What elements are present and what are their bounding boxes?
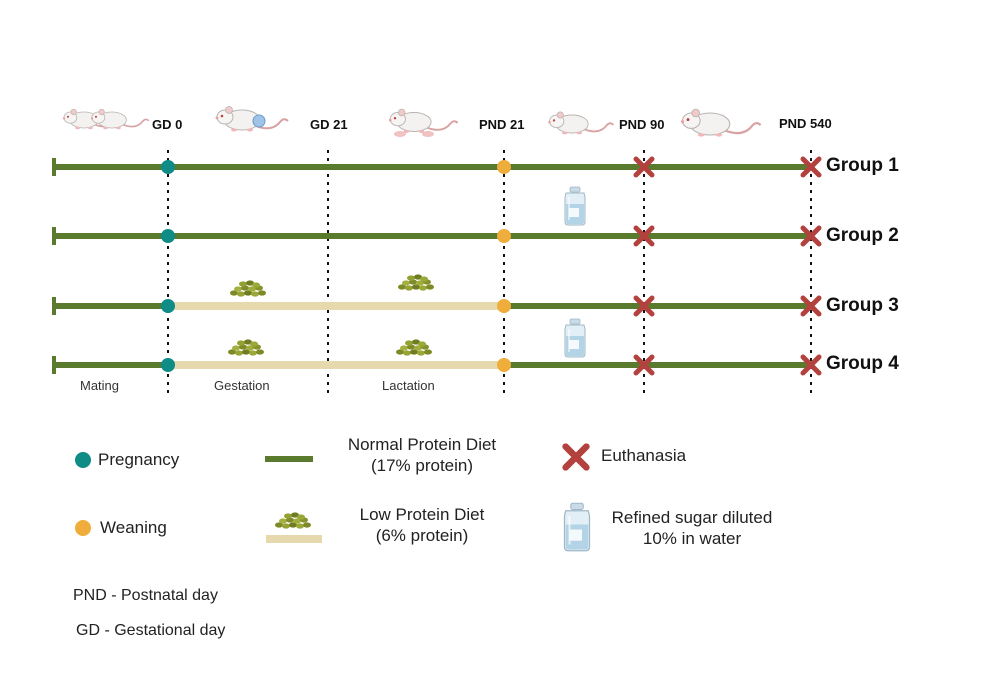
water-bottle-icon — [564, 186, 586, 226]
rat-icon — [547, 110, 615, 136]
legend-food-pellets-icon — [275, 512, 311, 529]
food-pellets-icon — [228, 339, 264, 356]
phase-label: Mating — [80, 378, 120, 393]
timepoint-label: GD 21 — [310, 117, 348, 132]
weaning-marker — [497, 160, 511, 174]
legend-weaning-label: Weaning — [100, 518, 167, 537]
group-1-timeline — [52, 158, 819, 176]
rat-with-pups-icon — [387, 108, 459, 137]
pregnancy-marker — [161, 160, 175, 174]
abbreviation-pnd: PND - Postnatal day — [73, 587, 218, 604]
food-pellets-icon — [230, 280, 266, 297]
timepoint-lines — [167, 150, 812, 398]
legend-water-bottle-icon — [563, 502, 591, 552]
legend-pregnancy-marker — [75, 452, 91, 468]
phase-label: Lactation — [382, 378, 435, 393]
food-pellets-icon — [396, 339, 432, 356]
weaning-marker — [497, 358, 511, 372]
group-3-timeline — [52, 274, 819, 315]
group-label: Group 4 — [826, 353, 899, 374]
rat-pair-icon — [62, 108, 150, 130]
abbreviation-gd: GD - Gestational day — [76, 622, 226, 639]
adult-rat-icon — [679, 108, 762, 138]
legend-low-diet-label: Low Protein Diet (6% protein) — [359, 505, 485, 545]
group-label: Group 3 — [826, 295, 899, 316]
pregnancy-marker — [161, 358, 175, 372]
phase-label: Gestation — [214, 378, 270, 393]
food-pellets-icon — [398, 274, 434, 291]
group-label: Group 1 — [826, 155, 899, 176]
legend-sugar-label: Refined sugar diluted 10% in water — [611, 508, 773, 548]
weaning-marker — [497, 299, 511, 313]
group-2-timeline — [52, 186, 819, 245]
timepoint-label: PND 540 — [779, 116, 832, 131]
legend-euthanasia-icon — [566, 447, 587, 468]
water-bottle-icon — [564, 318, 586, 358]
legend-weaning-marker — [75, 520, 91, 536]
timepoint-label: PND 90 — [619, 117, 665, 132]
pregnancy-marker — [161, 299, 175, 313]
pregnancy-marker — [161, 229, 175, 243]
timepoint-label: PND 21 — [479, 117, 525, 132]
group-label: Group 2 — [826, 225, 899, 246]
legend-euthanasia-label: Euthanasia — [601, 446, 687, 465]
weaning-marker — [497, 229, 511, 243]
group-4-timeline — [52, 318, 819, 374]
timepoint-label: GD 0 — [152, 117, 183, 132]
pregnant-rat-icon — [214, 105, 289, 133]
legend-pregnancy-label: Pregnancy — [98, 450, 180, 469]
legend-normal-diet-label: Normal Protein Diet (17% protein) — [347, 435, 497, 475]
